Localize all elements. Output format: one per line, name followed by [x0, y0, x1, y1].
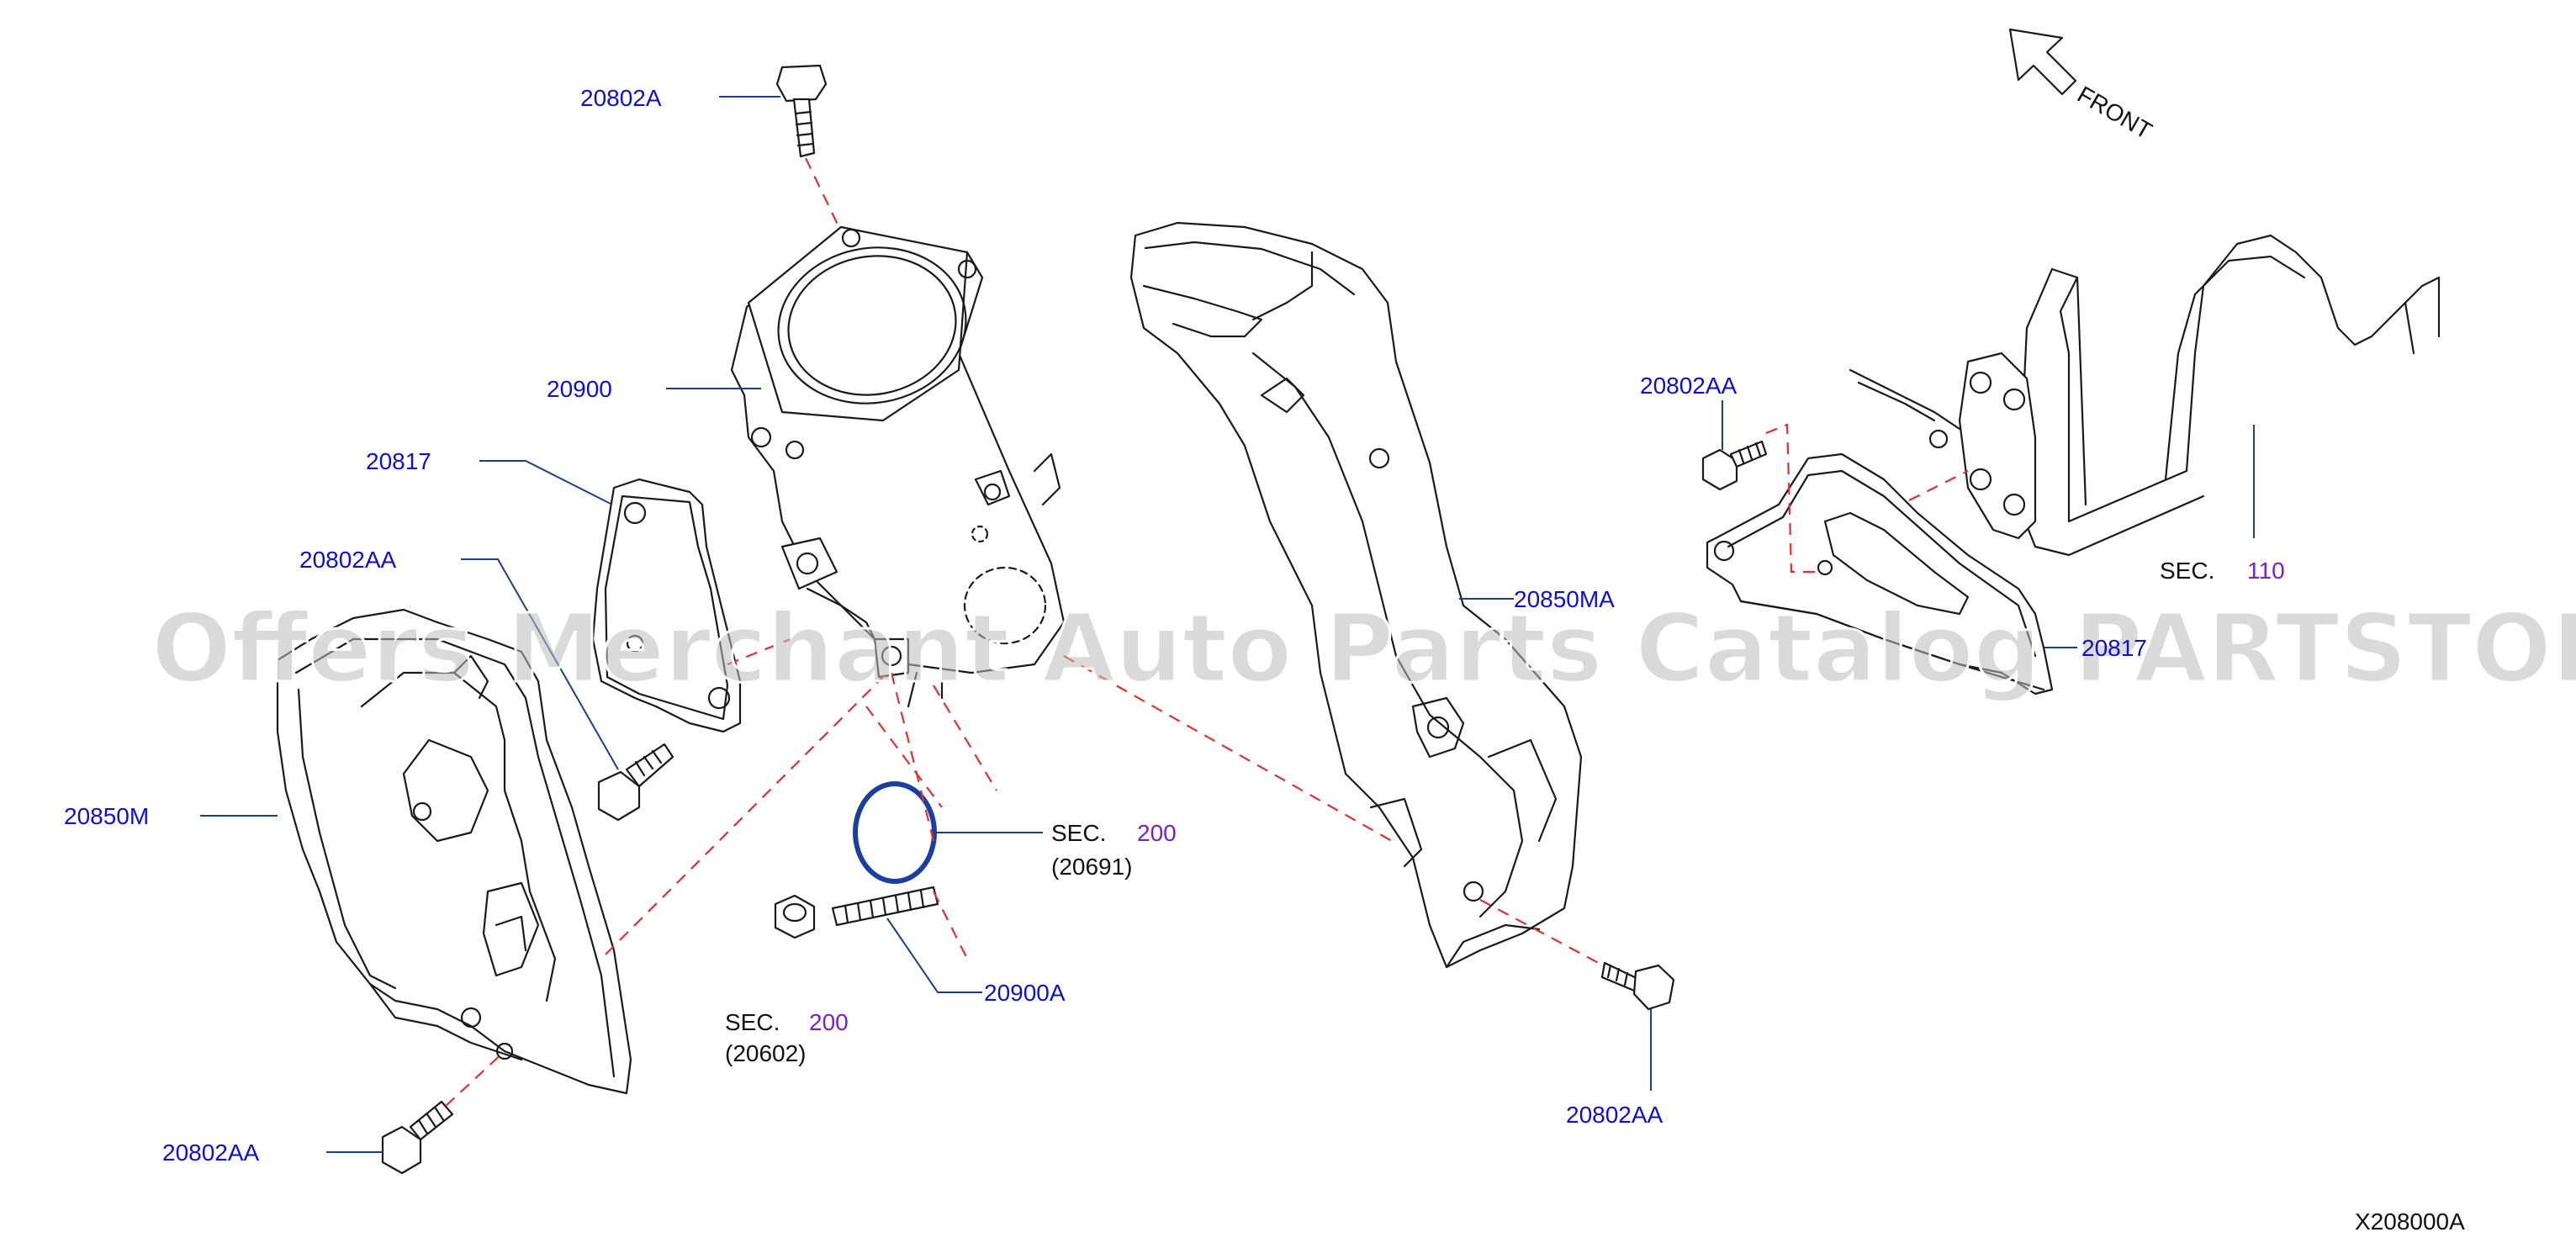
section-ref-o-ring[interactable]: SEC. 200 (20691) [1051, 820, 1177, 880]
section-prefix: SEC. [725, 1009, 780, 1035]
nut [774, 894, 816, 939]
label-converter[interactable]: 20900 [547, 376, 612, 402]
bolt-left-upper [597, 743, 674, 822]
front-label: FRONT [2073, 81, 2156, 144]
heat-cover-left [276, 608, 632, 1095]
section-number: 200 [1137, 820, 1177, 846]
label-bolt-left-lower[interactable]: 20802AA [162, 1140, 260, 1166]
catalytic-converter [730, 225, 1066, 708]
section-ref-nut[interactable]: SEC. 200 (20602) [725, 1009, 849, 1066]
watermark: Offers Merchant Auto Parts Catalog PARTS… [151, 595, 2576, 704]
bracket-right [1706, 452, 2054, 695]
label-bolt-top[interactable]: 20802A [580, 85, 662, 111]
bolt-top [775, 64, 828, 158]
heat-cover-right [1129, 221, 1583, 969]
label-stud[interactable]: 20900A [984, 980, 1066, 1006]
bolt-right-lower [1600, 961, 1675, 1011]
label-bracket-left[interactable]: 20817 [366, 448, 431, 474]
section-number: 200 [809, 1009, 849, 1035]
section-sub: (20691) [1051, 854, 1133, 880]
label-bolt-right-upper[interactable]: 20802AA [1640, 373, 1738, 399]
section-prefix: SEC. [1051, 820, 1106, 846]
stud [831, 886, 939, 927]
section-ref-engine[interactable]: SEC. 110 [2160, 558, 2285, 584]
engine-block [1849, 234, 2441, 557]
bracket-left [591, 478, 742, 733]
label-cover-right[interactable]: 20850MA [1514, 586, 1615, 612]
diagram-id: X208000A [2355, 1208, 2465, 1235]
o-ring [853, 781, 937, 884]
label-cover-left[interactable]: 20850M [64, 803, 149, 829]
front-direction-arrow: FRONT [2008, 28, 2156, 144]
label-bolt-left-upper[interactable]: 20802AA [299, 547, 397, 573]
bolt-left-lower [381, 1100, 454, 1175]
section-prefix: SEC. [2160, 558, 2214, 584]
bolt-right-upper [1701, 440, 1768, 491]
section-number: 110 [2247, 558, 2285, 584]
label-bolt-right-lower[interactable]: 20802AA [1566, 1102, 1664, 1128]
label-bracket-right[interactable]: 20817 [2081, 635, 2147, 661]
section-sub: (20602) [725, 1040, 807, 1066]
